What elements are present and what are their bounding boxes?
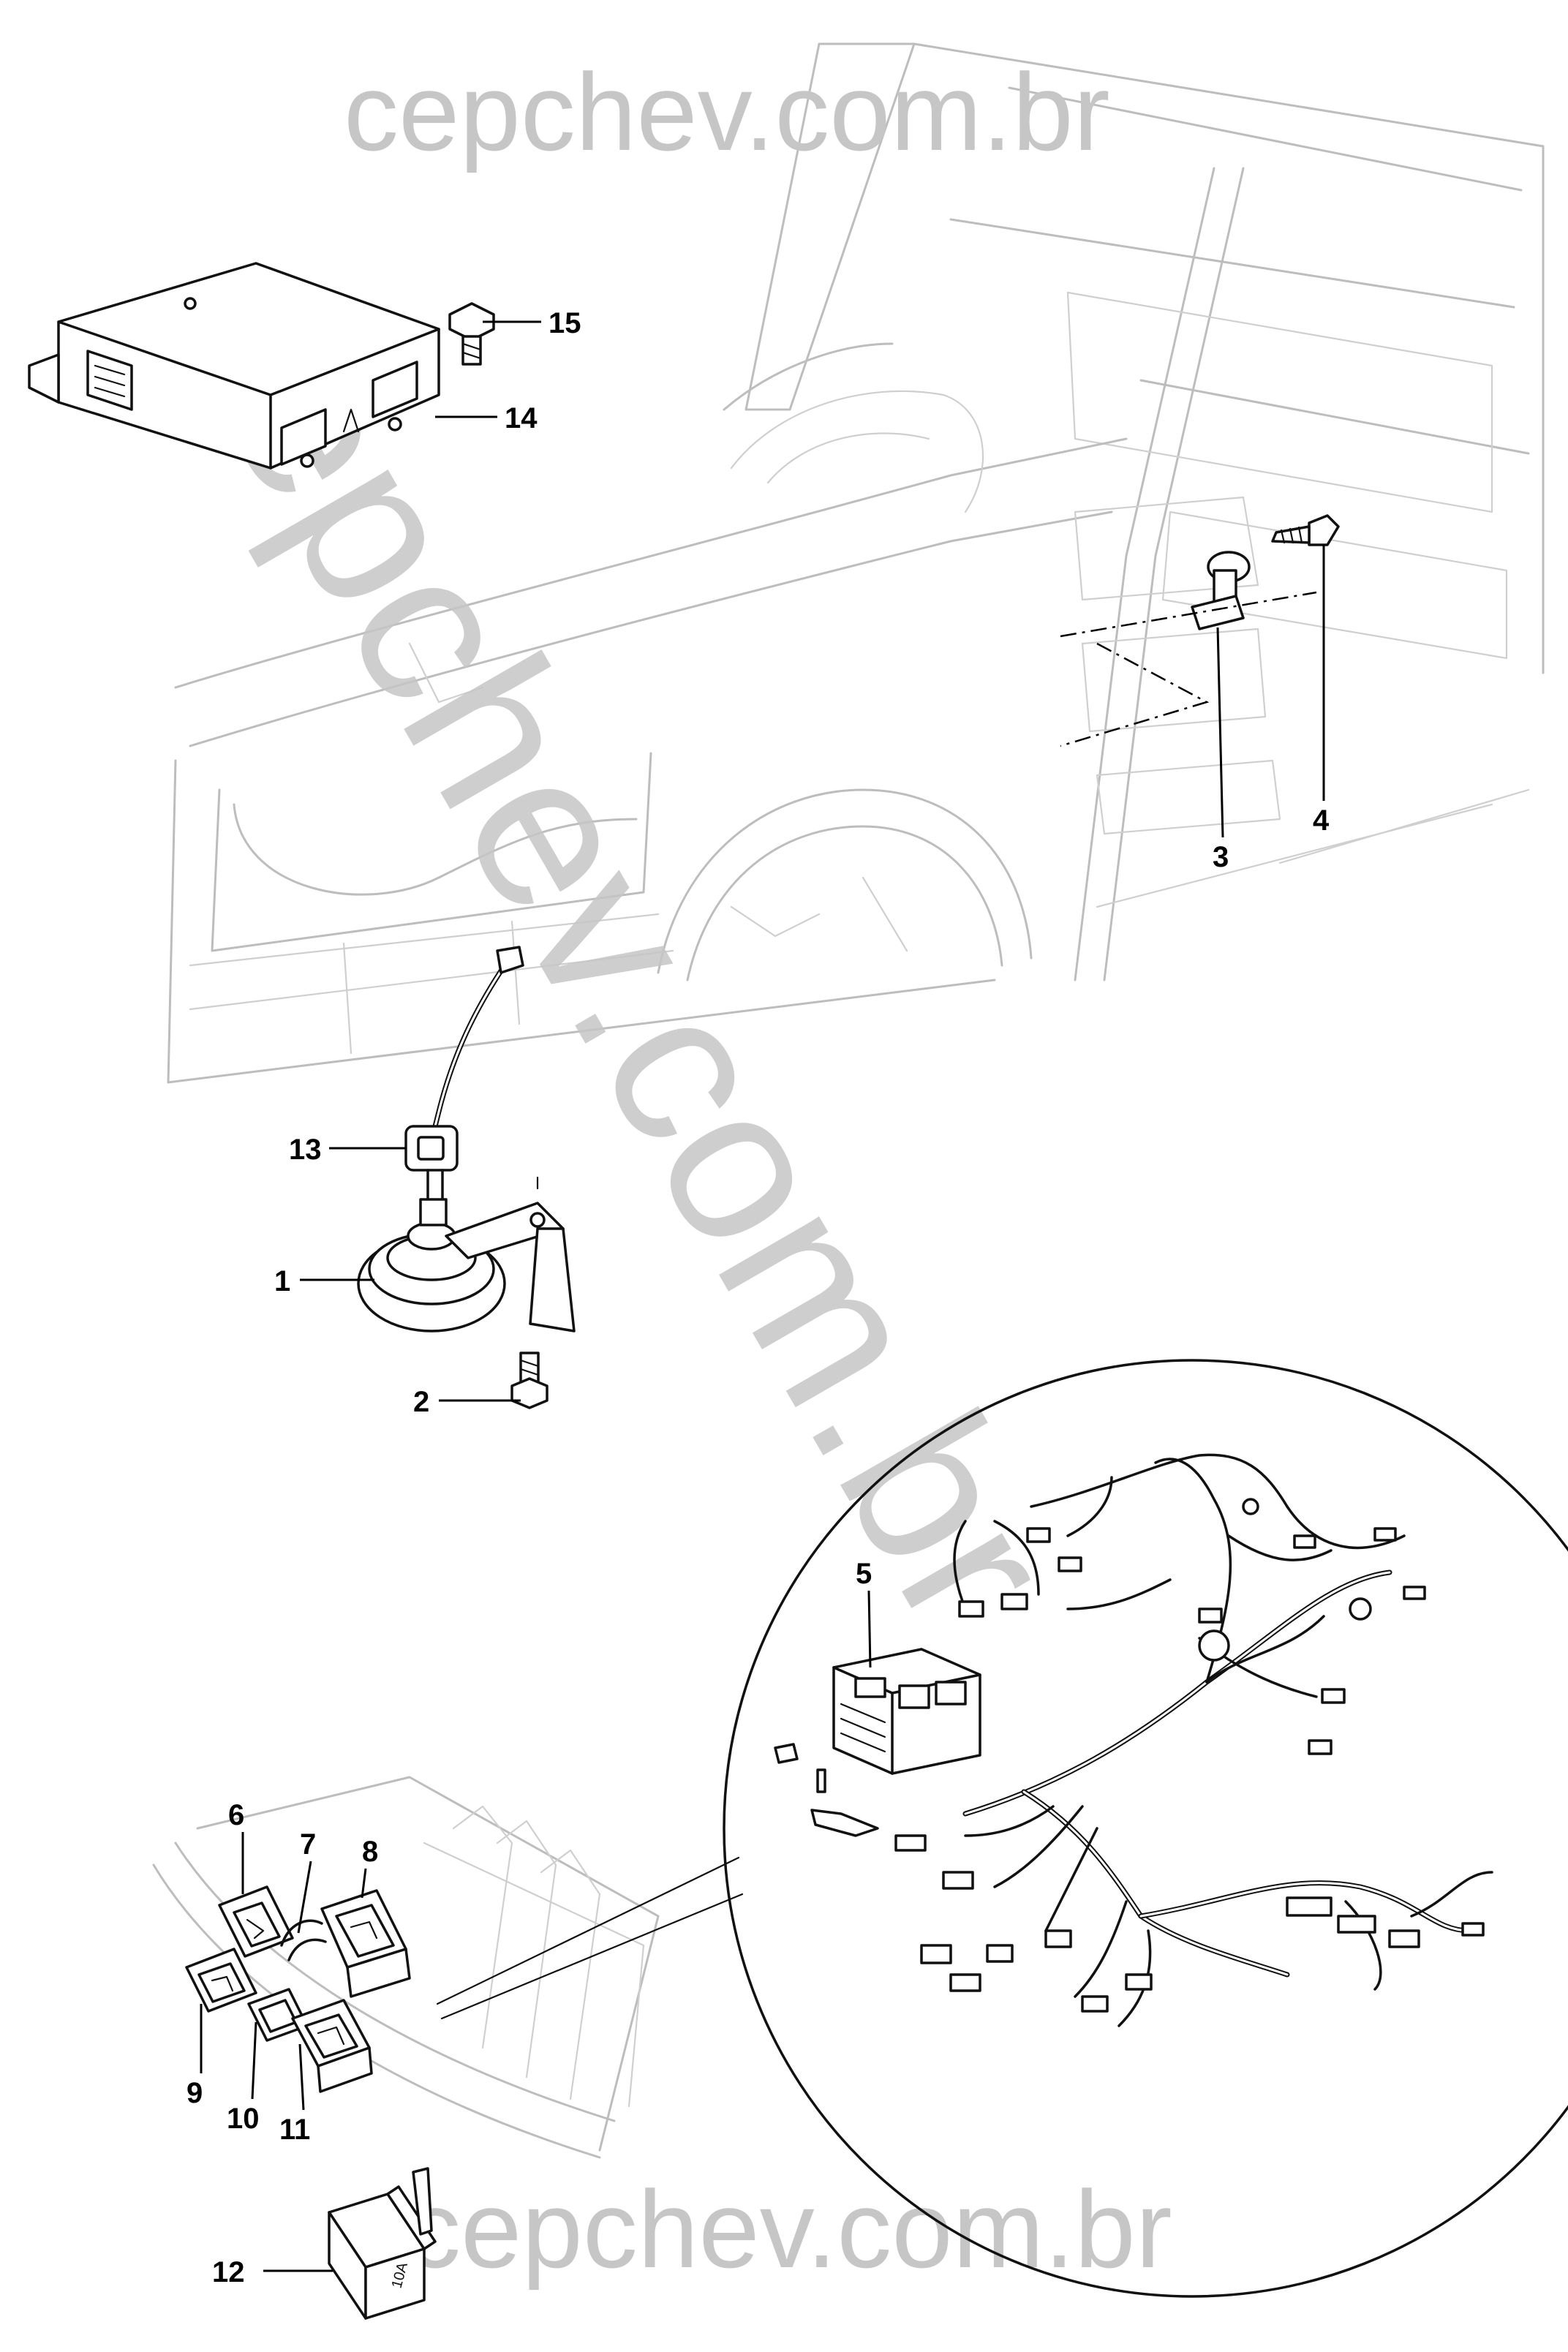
callout-13: 13 bbox=[289, 1134, 322, 1166]
horn-bracket bbox=[1191, 551, 1251, 630]
callout-6: 6 bbox=[228, 1799, 244, 1831]
relay-9 bbox=[185, 1948, 257, 2013]
callout-15: 15 bbox=[549, 307, 581, 339]
watermark-top: cepchev.com.br bbox=[344, 50, 1110, 173]
callout-4: 4 bbox=[1313, 804, 1330, 837]
callout-5: 5 bbox=[856, 1558, 872, 1590]
relay-6 bbox=[218, 1885, 294, 1958]
callout-1: 1 bbox=[274, 1265, 290, 1297]
callout-7: 7 bbox=[300, 1828, 316, 1861]
blade-fuse: 10A bbox=[328, 2167, 437, 2320]
horn-connector bbox=[404, 1125, 459, 1201]
callout-labels: 1 2 3 4 5 6 7 8 9 10 11 12 13 14 15 bbox=[186, 307, 1330, 2288]
harness-detail bbox=[436, 1359, 1568, 2298]
callout-8: 8 bbox=[362, 1836, 378, 1868]
watermark-bottom: cepchev.com.br bbox=[406, 2168, 1172, 2291]
module-bolt bbox=[448, 302, 495, 366]
leader-lines bbox=[200, 320, 1325, 2272]
relay-11 bbox=[291, 1999, 373, 2093]
callout-12: 12 bbox=[212, 2256, 245, 2288]
callout-2: 2 bbox=[413, 1386, 429, 1418]
horn bbox=[357, 1176, 576, 1333]
callout-14: 14 bbox=[505, 402, 538, 434]
relay-panel bbox=[152, 1776, 660, 2159]
callout-3: 3 bbox=[1213, 841, 1229, 873]
callout-10: 10 bbox=[227, 2103, 260, 2135]
callout-9: 9 bbox=[186, 2077, 203, 2109]
relay-10 bbox=[247, 1988, 309, 2042]
bracket-screw bbox=[1271, 514, 1340, 546]
callout-11: 11 bbox=[279, 2114, 310, 2146]
control-module bbox=[28, 262, 440, 470]
vehicle-body-outline bbox=[167, 42, 1545, 1084]
relay-8 bbox=[320, 1889, 411, 1998]
